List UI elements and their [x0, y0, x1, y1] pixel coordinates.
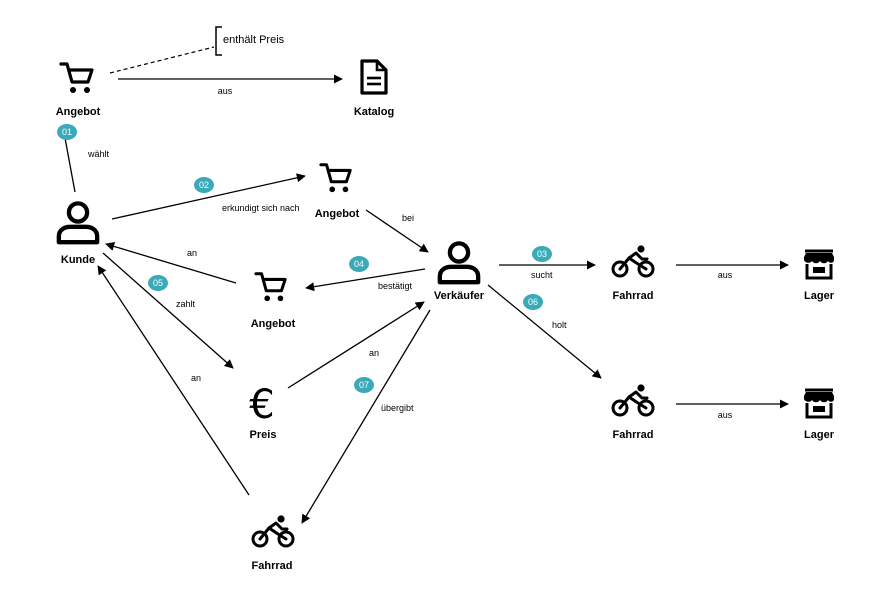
svg-text:01: 01	[62, 127, 72, 137]
node-angebot-top: Angebot	[56, 62, 101, 118]
node-label: Fahrrad	[613, 429, 654, 441]
edges	[64, 46, 789, 524]
edge-angebot-low-kunde	[105, 241, 237, 284]
node-angebot-mid: Angebot	[315, 163, 360, 220]
note-annotation: enthält Preis	[215, 26, 285, 56]
cart-icon	[254, 272, 287, 303]
person-icon	[440, 243, 478, 282]
node-label: Preis	[250, 429, 277, 441]
node-lager-1: Lager	[802, 249, 836, 302]
node-angebot-low: Angebot	[251, 272, 296, 330]
cart-icon	[59, 62, 94, 95]
svg-text:07: 07	[359, 380, 369, 390]
step-badge-05: 05	[148, 275, 168, 291]
node-preis: € Preis	[249, 382, 276, 441]
bicycle-icon	[251, 514, 295, 548]
edge-label-zahlt: zahlt	[176, 299, 196, 309]
node-label: Fahrrad	[252, 560, 293, 572]
edge-kunde-angebot-mid	[111, 173, 306, 220]
svg-text:05: 05	[153, 278, 163, 288]
node-label: Katalog	[354, 106, 394, 118]
node-lager-2: Lager	[802, 388, 836, 441]
edge-verkaeufer-fahrrad-2	[487, 284, 602, 379]
document-icon	[360, 59, 388, 95]
svg-text:03: 03	[537, 249, 547, 259]
edge-label-an-verkaeufer: an	[369, 348, 379, 358]
edge-label-an-kunde-2: an	[191, 373, 201, 383]
edge-label-bei: bei	[402, 213, 414, 223]
edge-label-sucht: sucht	[531, 270, 553, 280]
step-badge-04: 04	[349, 256, 369, 272]
node-katalog: Katalog	[354, 59, 394, 118]
node-fahrrad-bottom: Fahrrad	[251, 514, 295, 572]
edge-kunde-preis	[102, 252, 234, 369]
edge-verkaeufer-fahrrad-bottom	[301, 309, 431, 524]
step-badges: 01 02 03 04 05 06 07	[57, 124, 552, 393]
edge-label-an-kunde: an	[187, 248, 197, 258]
svg-text:06: 06	[528, 297, 538, 307]
edge-label-aus-katalog: aus	[218, 86, 233, 96]
edge-label-holt: holt	[552, 320, 567, 330]
bicycle-icon	[611, 244, 655, 278]
step-badge-01: 01	[57, 124, 77, 140]
node-label: Angebot	[56, 106, 101, 118]
node-label: Kunde	[61, 254, 95, 266]
store-icon	[802, 249, 836, 280]
node-fahrrad-1: Fahrrad	[611, 244, 655, 302]
node-label: Lager	[804, 290, 835, 302]
person-icon	[59, 203, 97, 242]
node-verkaeufer: Verkäufer	[434, 243, 485, 302]
edge-note-link	[109, 46, 215, 74]
node-label: Lager	[804, 429, 835, 441]
note-bracket	[215, 26, 222, 56]
store-icon	[802, 388, 836, 419]
edge-label-aus-lager-2: aus	[718, 410, 733, 420]
edge-labels: aus wählt erkundigt sich nach bei an bes…	[87, 86, 733, 420]
cart-icon	[319, 163, 352, 194]
edge-preis-verkaeufer	[287, 301, 425, 389]
edge-label-uebergibt: übergibt	[381, 403, 414, 413]
node-label: Angebot	[315, 208, 360, 220]
edge-verkaeufer-angebot-low	[305, 268, 426, 292]
svg-text:04: 04	[354, 259, 364, 269]
edge-angebot-verkaeufer	[365, 209, 429, 253]
edge-fahrrad-bottom-kunde	[97, 265, 250, 496]
edge-label-bestaetigt: bestätigt	[378, 281, 413, 291]
edge-label-aus-lager-1: aus	[718, 270, 733, 280]
note-text: enthält Preis	[223, 34, 285, 46]
edge-label-erkundigt: erkundigt sich nach	[222, 203, 300, 213]
node-label: Verkäufer	[434, 290, 485, 302]
edge-label-waehlt: wählt	[87, 149, 110, 159]
step-badge-07: 07	[354, 377, 374, 393]
step-badge-03: 03	[532, 246, 552, 262]
bicycle-icon	[611, 383, 655, 417]
svg-text:02: 02	[199, 180, 209, 190]
node-label: Fahrrad	[613, 290, 654, 302]
node-kunde: Kunde	[59, 203, 97, 266]
node-fahrrad-2: Fahrrad	[611, 383, 655, 441]
step-badge-02: 02	[194, 177, 214, 193]
edge-kunde-angebot-top	[64, 137, 76, 193]
step-badge-06: 06	[523, 294, 543, 310]
node-label: Angebot	[251, 318, 296, 330]
euro-icon: €	[249, 382, 274, 428]
